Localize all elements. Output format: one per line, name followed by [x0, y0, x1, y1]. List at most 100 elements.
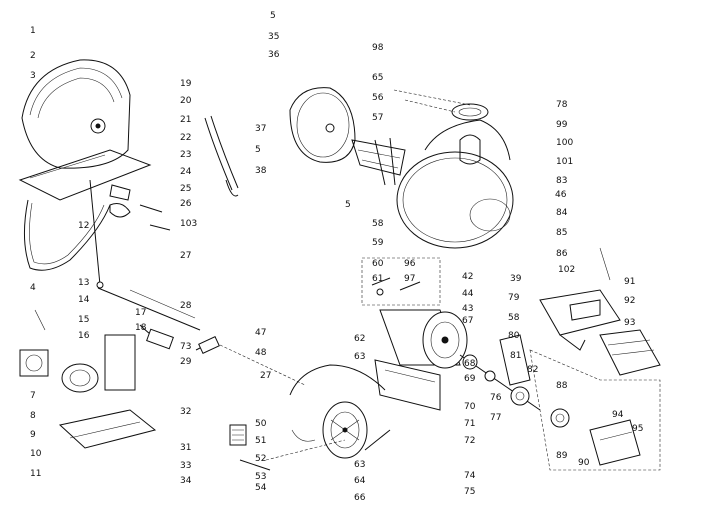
- callout-label: 19: [180, 79, 192, 89]
- callout-label: 10: [30, 449, 42, 459]
- callout-label: 92: [624, 296, 635, 306]
- callout-label: 70: [464, 402, 476, 412]
- callout-label: 9: [30, 430, 36, 440]
- callout-label: 25: [180, 184, 191, 194]
- idler-bracket-assembly: [19, 324, 220, 449]
- callout-label: 27: [260, 371, 271, 381]
- callout-label: 18: [135, 323, 147, 333]
- callout-label: 62: [354, 334, 365, 344]
- parts-inset-59: [361, 257, 441, 306]
- motor-assembly: [374, 309, 468, 411]
- blower-housing: [396, 103, 514, 249]
- callout-label: 68: [464, 359, 476, 369]
- callout-label: 59: [372, 238, 384, 248]
- callout-label: 58: [508, 313, 520, 323]
- callout-label: 90: [578, 458, 590, 468]
- callout-label: 83: [556, 176, 567, 186]
- callout-label: 66: [354, 493, 366, 503]
- callout-label: 38: [255, 166, 267, 176]
- callout-label: 71: [464, 419, 475, 429]
- callout-label: 56: [372, 93, 384, 103]
- callout-label: 82: [527, 365, 538, 375]
- callout-label: 5: [255, 145, 261, 155]
- callout-label: 42: [462, 272, 473, 282]
- callout-label: 86: [556, 249, 568, 259]
- callout-label: 43: [462, 304, 473, 314]
- callout-label: 28: [180, 301, 192, 311]
- callout-label: 17: [135, 308, 146, 318]
- callout-label: 50: [255, 419, 267, 429]
- callout-label: 97: [404, 274, 415, 284]
- callout-label: 21: [180, 115, 191, 125]
- callout-label: 48: [255, 348, 267, 358]
- callout-label: 73: [180, 342, 191, 352]
- pulley-wheel: [322, 401, 391, 459]
- callout-label: 96: [404, 259, 416, 269]
- callout-label: 63: [354, 460, 365, 470]
- callout-label: 20: [180, 96, 192, 106]
- callout-label: 102: [558, 265, 575, 275]
- callout-label: 85: [556, 228, 567, 238]
- callout-label: 1: [30, 26, 36, 36]
- callout-label: 77: [490, 413, 501, 423]
- callout-numbers: 1234555789101112131415161718192021222324…: [30, 11, 643, 503]
- callout-label: 78: [556, 100, 568, 110]
- callout-label: 98: [372, 43, 384, 53]
- leader-lines: [34, 89, 611, 461]
- callout-label: 103: [180, 219, 197, 229]
- callout-label: 95: [632, 424, 643, 434]
- callout-label: 23: [180, 150, 191, 160]
- callout-label: 60: [372, 259, 384, 269]
- callout-label: 36: [268, 50, 280, 60]
- callout-label: 79: [508, 293, 520, 303]
- callout-label: 88: [556, 381, 568, 391]
- spring-parts: [229, 424, 271, 471]
- callout-label: 11: [30, 469, 41, 479]
- control-lever: [204, 115, 239, 197]
- parts-inset-86: [529, 349, 661, 471]
- callout-label: 69: [464, 374, 476, 384]
- callout-label: 29: [180, 357, 192, 367]
- callout-label: 75: [464, 487, 475, 497]
- callout-label: 99: [556, 120, 568, 130]
- callout-label: 14: [78, 295, 90, 305]
- callout-label: 80: [508, 331, 520, 341]
- callout-label: 13: [78, 278, 89, 288]
- callout-label: 63: [354, 352, 365, 362]
- callout-label: 37: [255, 124, 266, 134]
- callout-label: 84: [556, 208, 568, 218]
- callout-label: 100: [556, 138, 573, 148]
- bracket-parts: [109, 184, 171, 231]
- callout-label: 81: [510, 351, 521, 361]
- drive-belt: [23, 199, 111, 271]
- callout-label: 15: [78, 315, 89, 325]
- callout-label: 2: [30, 51, 36, 61]
- callout-label: 61: [372, 274, 383, 284]
- callout-label: 58: [372, 219, 384, 229]
- callout-label: 93: [624, 318, 635, 328]
- callout-label: 74: [464, 471, 476, 481]
- callout-label: 94: [612, 410, 624, 420]
- impeller: [351, 137, 406, 186]
- callout-label: 89: [556, 451, 568, 461]
- callout-label: 67: [462, 316, 473, 326]
- drive-shaft: [459, 334, 541, 411]
- callout-label: 22: [180, 133, 191, 143]
- callout-label: 76: [490, 393, 502, 403]
- housing-assembly: [18, 59, 152, 201]
- callout-label: 5: [270, 11, 276, 21]
- callout-label: 24: [180, 167, 192, 177]
- callout-label: 72: [464, 436, 475, 446]
- callout-label: 32: [180, 407, 191, 417]
- fan-shroud: [289, 87, 356, 163]
- callout-label: 53: [255, 472, 266, 482]
- callout-label: 31: [180, 443, 191, 453]
- callout-label: 8: [30, 411, 36, 421]
- callout-label: 101: [556, 157, 573, 167]
- callout-label: 65: [372, 73, 383, 83]
- callout-label: 3: [30, 71, 36, 81]
- callout-label: 51: [255, 436, 266, 446]
- callout-label: 26: [180, 199, 192, 209]
- callout-label: 46: [555, 190, 567, 200]
- callout-label: 47: [255, 328, 266, 338]
